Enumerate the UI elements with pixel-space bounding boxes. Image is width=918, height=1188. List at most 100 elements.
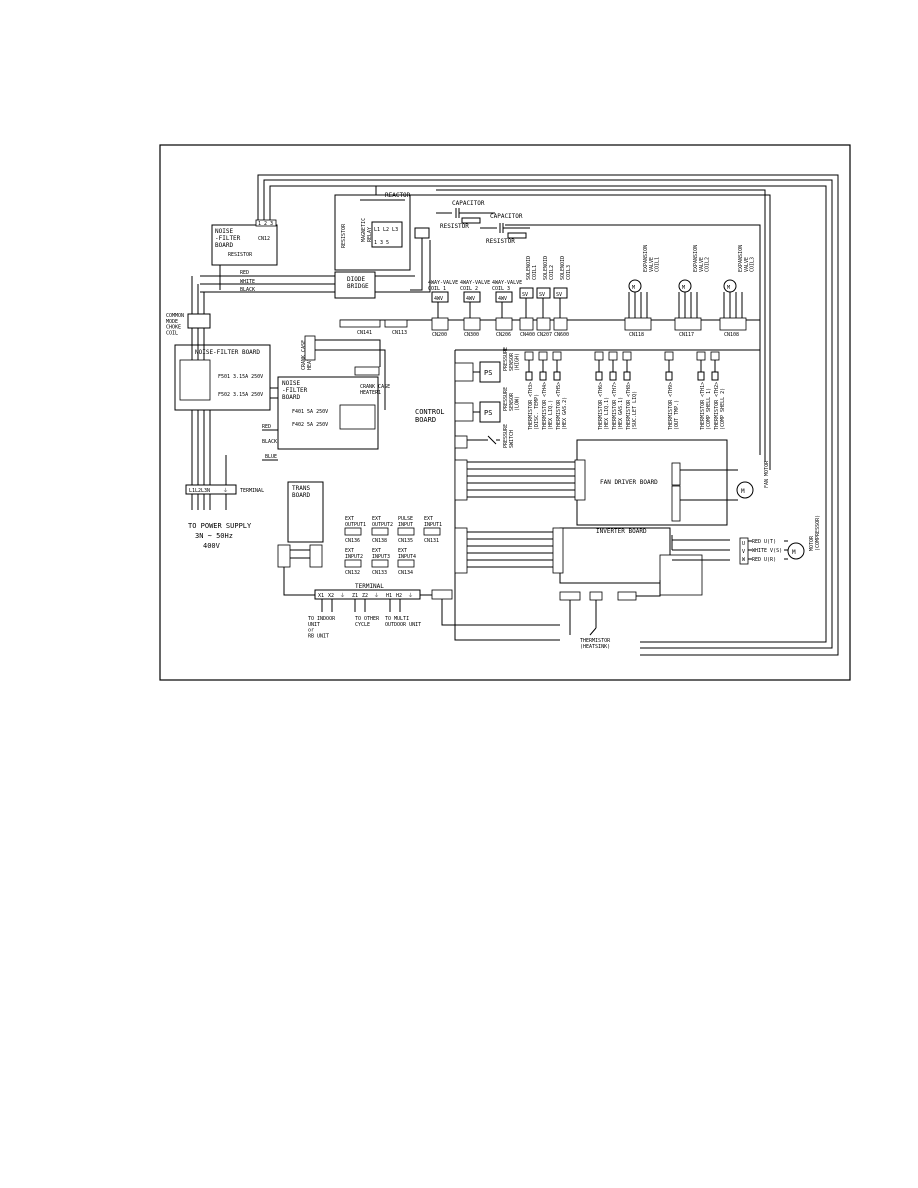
ext-io-cn-2: CN135 (398, 538, 413, 544)
ext-io-connector-2 (397, 527, 415, 536)
expansion-label-2: EXPANSIONVALVECOIL3 (738, 245, 756, 272)
ext-io-connector-3 (423, 527, 441, 536)
solenoid-label-2: SOLENOIDCOIL3 (560, 256, 572, 280)
thermistor-label-3: THERMISTOR <TH6>(HEX LIQ.1) (598, 382, 610, 430)
ext-io-cn-6: CN134 (398, 570, 413, 576)
terminal-label2: TERMINAL (355, 583, 384, 590)
valve-tag-1: 4WV (466, 296, 475, 302)
power-terminal-2: L3 (201, 488, 207, 494)
thermistor-element-2 (553, 371, 561, 381)
valve-box-0 (431, 291, 449, 303)
thermistor-label-5: THERMISTOR <TH8>(SUC.LET LIQ) (626, 382, 638, 430)
ps-high-tag: PS (484, 369, 492, 377)
thermistor-connector-7 (696, 351, 706, 361)
thermistor-connector-1 (538, 351, 548, 361)
ext-io-connector-5 (371, 559, 389, 568)
svg-text:BLACK: BLACK (262, 439, 277, 445)
inverter-board: INVERTER BOARD RED U(T)WHITE V(S)RED U(R… (454, 515, 821, 596)
noise-filter-main-label: NOISE-FILTER BOARD (195, 349, 260, 356)
expansion-cn-0: CN118 (629, 332, 644, 338)
thermistor-label-7: THERMISTOR <TH1>(COMP SHELL 1) (700, 382, 712, 430)
valve-tag-0: 4WV (434, 296, 443, 302)
thermistor-connector-5 (622, 351, 632, 361)
solenoid-label-1: SOLENOIDCOIL2 (543, 256, 555, 280)
valve-box-1 (463, 291, 481, 303)
thermistor-label-2: THERMISTOR <TH5>(HEX GAS.2) (556, 382, 568, 430)
fan-driver-board: FAN DRIVER BOARD M FAN MOTOR (454, 439, 770, 526)
valve-connector-1 (463, 317, 481, 331)
thermistor-label-4: THERMISTOR <TH7>(HEX GAS.1) (612, 382, 624, 430)
thermistor-connector-3 (594, 351, 604, 361)
expansion-wires-2 (723, 292, 743, 318)
motor-wire-2: RED U(R) (752, 557, 776, 563)
expansion-wires-1 (678, 292, 698, 318)
expansion-label-1: EXPANSIONVALVECOIL2 (693, 245, 711, 272)
motor-terminal-0: U (742, 541, 745, 547)
valve-box-2 (495, 291, 513, 303)
compressor-label: MOTOR(COMPRESSOR) (809, 515, 821, 551)
expansion-connector-1 (674, 317, 702, 331)
heatsink-thermistor-label: THERMISTOR(HEATSINK) (580, 638, 611, 650)
bottom-terminal-3: Z1 (352, 593, 358, 599)
svg-text:BLUE: BLUE (265, 454, 277, 460)
bottom-terminal-6: H1 (386, 593, 392, 599)
fan-driver-label: FAN DRIVER BOARD (600, 479, 658, 486)
thermistor-connector-8 (710, 351, 720, 361)
thermistor-element-5 (623, 371, 631, 381)
bottom-terminal-4: Z2 (362, 593, 368, 599)
solenoid-label-0: SOLENOIDCOIL1 (526, 256, 538, 280)
expansion-valve-group: EXPANSIONVALVECOIL1MCN118EXPANSIONVALVEC… (624, 245, 756, 338)
bottom-terminal-1: X2 (328, 593, 334, 599)
expansion-tag-2: M (727, 285, 730, 291)
expansion-tag-0: M (632, 285, 635, 291)
expansion-cn-1: CN117 (679, 332, 694, 338)
expansion-cn-2: CN108 (724, 332, 739, 338)
expansion-connector-0 (624, 317, 652, 331)
fuse1-label: F501 3.15A 250V (218, 374, 263, 380)
expansion-wires-0 (628, 292, 648, 318)
power-supply-line2: 3N ~ 50Hz (195, 532, 233, 540)
svg-text:CN141: CN141 (357, 330, 372, 336)
fuse3-label: F401 5A 250V (292, 409, 328, 415)
svg-text:CN113: CN113 (392, 330, 407, 336)
terminal-label: TERMINAL (240, 488, 264, 494)
thermistor-label-0: THERMISTOR <TH3>(DISC. TEMP) (528, 382, 540, 430)
solenoid-connector-1 (536, 317, 551, 331)
solenoid-tag-0: SV (522, 292, 528, 298)
capacitor-group: CAPACITOR RESISTOR CAPACITOR RESISTOR (436, 200, 530, 245)
fuse4-label: F402 5A 250V (292, 422, 328, 428)
power-terminal-3: N (207, 488, 210, 494)
ext-io-cn-0: CN136 (345, 538, 360, 544)
diagram-frame (159, 144, 851, 681)
solenoid-tag-1: SV (539, 292, 545, 298)
relay-block: REACTOR RESISTOR MAGNETICRELAY L1 L2 L3 … (334, 192, 430, 291)
solenoid-cn-0: CN400 (520, 332, 535, 338)
ps-low-tag: PS (484, 409, 492, 417)
pressure-sensors: PS PRESSURESENSOR(HIGH) PS PRESSURESENSO… (454, 347, 521, 449)
thermistor-element-7 (697, 371, 705, 381)
svg-text:M: M (741, 488, 745, 495)
ext-io-cn-1: CN138 (372, 538, 387, 544)
svg-text:RED: RED (240, 270, 249, 276)
ext-io-connector-1 (371, 527, 389, 536)
fan-motor-label: FAN MOTOR (764, 460, 770, 488)
thermistor-connector-2 (552, 351, 562, 361)
